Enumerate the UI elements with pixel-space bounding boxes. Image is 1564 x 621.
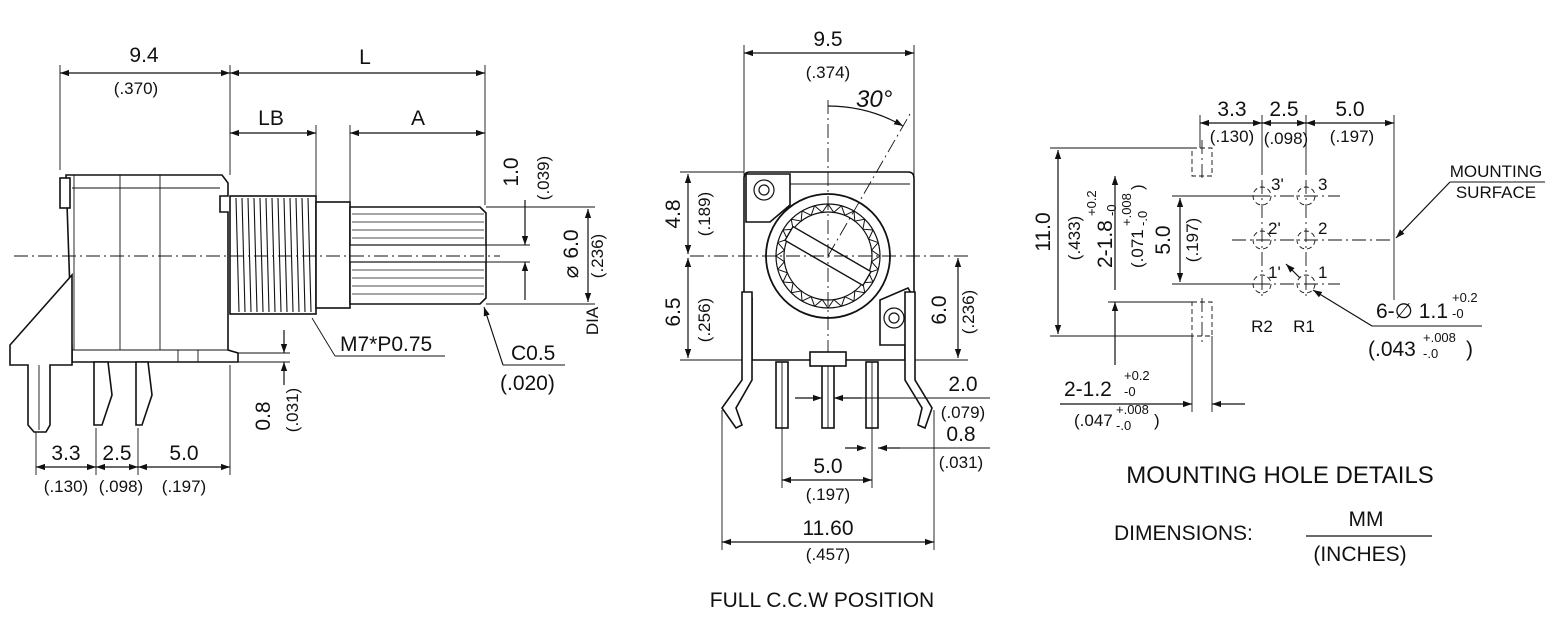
row-label-r1: R1 xyxy=(1293,317,1315,336)
hole-in-tol-minus: -.0 xyxy=(1423,346,1438,361)
hole-1 xyxy=(1296,274,1316,294)
side-view: 9.4 (.370) L LB A xyxy=(9,44,607,496)
bracket-span-mm: 11.60 xyxy=(803,517,854,540)
lower-slot-tol-minus: -0 xyxy=(1124,384,1136,399)
hole-size: 6-∅ 1.1 xyxy=(1376,300,1448,323)
mounting-surface-line2: SURFACE xyxy=(1456,183,1536,202)
hole-height-in: (.433) xyxy=(1065,216,1084,260)
mounting-surface-line1: MOUNTING xyxy=(1450,162,1543,181)
shaft-length-label: A xyxy=(411,107,425,130)
pin-label-3p: 3' xyxy=(1271,175,1284,194)
side-pin-gap-3-in: (.197) xyxy=(162,477,206,496)
pin-pitch-mm: 5.0 xyxy=(813,455,842,478)
diameter-symbol: ⌀ xyxy=(560,266,583,279)
side-overall-width-in: (.370) xyxy=(114,79,158,98)
lower-slot-in: (.047 xyxy=(1074,411,1113,430)
tab-thickness-in: (.031) xyxy=(283,388,302,432)
unit-mm: MM xyxy=(1349,508,1384,531)
lower-slot-tol-plus: +0.2 xyxy=(1124,368,1150,383)
side-pin-gap-2-mm: 2.5 xyxy=(102,442,131,465)
length-label: L xyxy=(359,46,371,69)
dimensions-label: DIMENSIONS: xyxy=(1114,522,1253,545)
hole-size-in: (.043 xyxy=(1368,338,1416,361)
rotation-angle: 30° xyxy=(856,86,893,113)
pin-label-1p: 1' xyxy=(1268,263,1281,282)
hole-gap-3-mm: 5.0 xyxy=(1335,98,1364,121)
pin-label-3: 3 xyxy=(1318,175,1327,194)
row-pitch-mm: 5.0 xyxy=(1152,225,1175,254)
hole-tol-plus: +0.2 xyxy=(1452,290,1478,305)
flat-width-in: (.039) xyxy=(534,156,553,200)
hole-gap-2-mm: 2.5 xyxy=(1269,98,1298,121)
row-pitch-in: (.197) xyxy=(1183,218,1202,262)
lower-slot-in-tol-minus: -.0 xyxy=(1116,418,1131,433)
front-view-caption: FULL C.C.W POSITION xyxy=(710,589,934,612)
lead-thickness-mm: 0.8 xyxy=(946,423,975,446)
hole-1-prime xyxy=(1252,274,1272,294)
hole-height-mm: 11.0 xyxy=(1032,212,1055,251)
lower-height-mm: 6.5 xyxy=(662,297,685,326)
mounting-hole-details-title: MOUNTING HOLE DETAILS xyxy=(1126,462,1434,489)
row-label-r2: R2 xyxy=(1251,317,1273,336)
shaft-diameter-in: (.236) xyxy=(588,234,607,278)
upper-slot-tol-minus: -0 xyxy=(1104,204,1119,216)
hole-view: 3.3 2.5 5.0 (.130) (.098) (.197) 11.0 (.… xyxy=(1032,98,1545,433)
lead-width-in: (.079) xyxy=(941,403,985,422)
side-pin-gap-3-mm: 5.0 xyxy=(169,442,198,465)
pin-pitch-in: (.197) xyxy=(806,485,850,504)
lower-slot-in-close: ) xyxy=(1154,411,1160,430)
upper-slot-in: (.071 xyxy=(1128,229,1147,268)
front-width-mm: 9.5 xyxy=(813,28,842,51)
upper-slot-tol-plus: +0.2 xyxy=(1084,190,1099,216)
hole-gap-3-in: (.197) xyxy=(1330,127,1374,146)
tab-thickness-mm: 0.8 xyxy=(252,401,275,430)
upper-height-mm: 4.8 xyxy=(662,199,685,228)
right-height-mm: 6.0 xyxy=(928,295,951,324)
hole-2 xyxy=(1296,230,1316,250)
shaft-diameter-mm: 6.0 xyxy=(560,229,583,258)
upper-height-in: (.189) xyxy=(695,192,714,236)
bracket-span-in: (.457) xyxy=(806,545,850,564)
lower-slot-in-tol-plus: +.008 xyxy=(1116,402,1149,417)
front-view: 9.5 (.374) 30° 4.8 (.18 xyxy=(662,28,990,612)
upper-slot-in-close: ) xyxy=(1128,184,1147,190)
hole-2-prime xyxy=(1252,230,1272,250)
hole-3 xyxy=(1296,186,1316,206)
hole-gap-2-in: (.098) xyxy=(1264,129,1308,148)
chamfer-mm: C0.5 xyxy=(511,342,555,365)
bushing-threads xyxy=(235,197,312,313)
dia-label: DIA xyxy=(583,306,602,335)
upper-slot-in-tol-plus: +.008 xyxy=(1119,193,1134,226)
side-pin-gap-1-mm: 3.3 xyxy=(51,442,80,465)
hole-size-in-close: ) xyxy=(1466,338,1473,361)
pin-label-2p: 2' xyxy=(1268,219,1281,238)
unit-inches: (INCHES) xyxy=(1313,543,1406,566)
chamfer-in: (.020) xyxy=(500,372,555,395)
hole-tol-minus: -0 xyxy=(1452,306,1464,321)
flat-width-mm: 1.0 xyxy=(500,157,523,186)
notes: MOUNTING HOLE DETAILS DIMENSIONS: MM (IN… xyxy=(1114,462,1434,566)
pin-label-1: 1 xyxy=(1318,263,1327,282)
hole-gap-1-mm: 3.3 xyxy=(1217,98,1246,121)
side-overall-width-mm: 9.4 xyxy=(129,44,159,67)
pin-label-2: 2 xyxy=(1318,219,1327,238)
side-pin-gap-1-in: (.130) xyxy=(44,477,88,496)
hole-in-tol-plus: +.008 xyxy=(1423,330,1456,345)
right-height-in: (.236) xyxy=(959,290,978,334)
upper-slot-size: 2-1.8 xyxy=(1094,220,1117,268)
lead-width-mm: 2.0 xyxy=(948,373,977,396)
hole-gap-1-in: (.130) xyxy=(1210,127,1254,146)
lead-thickness-in: (.031) xyxy=(939,453,983,472)
side-pin-gap-2-in: (.098) xyxy=(99,477,143,496)
hole-3-prime xyxy=(1252,186,1272,206)
thread-spec: M7*P0.75 xyxy=(340,333,432,356)
front-width-in: (.374) xyxy=(806,63,850,82)
bushing-length-label: LB xyxy=(258,107,284,130)
upper-slot-in-tol-minus: -.0 xyxy=(1135,211,1150,226)
lower-slot-size: 2-1.2 xyxy=(1064,378,1112,401)
lower-height-in: (.256) xyxy=(695,298,714,342)
